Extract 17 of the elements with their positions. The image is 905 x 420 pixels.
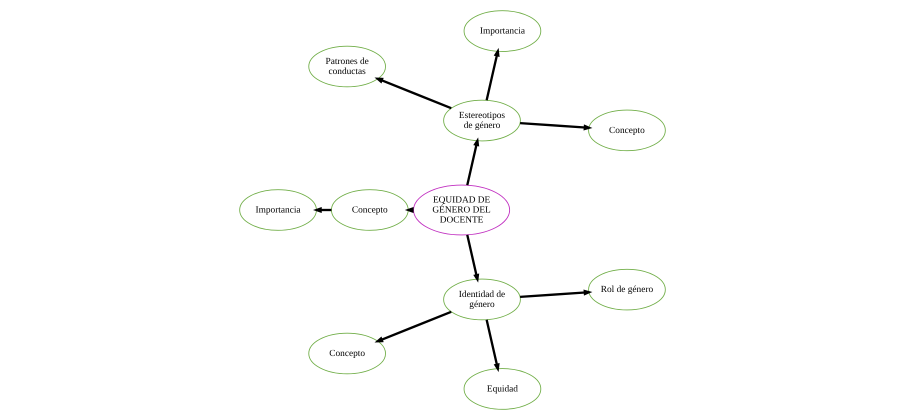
arrow [313,206,332,214]
arrow [466,234,480,283]
arrow [466,137,480,186]
arrow [520,290,592,298]
node-ellipse: Rol de género [588,268,666,310]
node-ellipse: Equidad [464,368,542,410]
node-ellipse: Concepto [331,189,409,231]
node-ellipse: Concepto [588,110,666,152]
node-ellipse: Identidad de género [443,278,521,320]
node-ellipse: Importancia [464,10,542,52]
arrow [486,320,500,372]
arrow [520,122,592,130]
node-ellipse: Estereotipos de género [443,100,521,142]
node-ellipse: Importancia [239,189,317,231]
arrow [374,310,452,343]
arrow [486,48,500,100]
arrow [374,77,452,110]
